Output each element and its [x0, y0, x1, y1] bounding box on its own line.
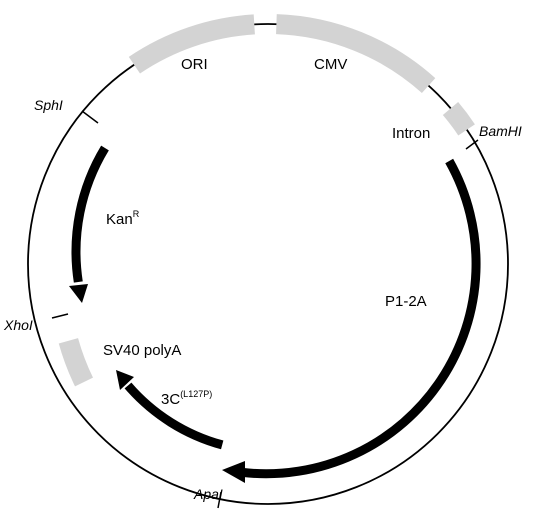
sv40-label: SV40 polyA	[103, 342, 181, 359]
site-labels: SphI BamHI XhoI ApaI	[3, 97, 522, 502]
3c-label: 3C(L127P)	[161, 389, 212, 408]
xhoi-label: XhoI	[3, 317, 33, 333]
sv40-box	[58, 337, 94, 387]
site-ticks	[51, 110, 479, 509]
3c-label-sup: (L127P)	[180, 389, 212, 399]
sphi-label: SphI	[34, 97, 63, 113]
bamhi-label: BamHI	[479, 123, 522, 139]
p12a-arrow	[241, 158, 481, 479]
kan-arrowhead	[69, 284, 88, 303]
p12a-label: P1-2A	[385, 293, 427, 310]
intron-box	[442, 102, 475, 136]
3c-arrowhead	[116, 370, 134, 390]
kan-label-main: Kan	[106, 211, 133, 228]
3c-label-main: 3C	[161, 391, 180, 408]
plasmid-backbone	[27, 23, 509, 505]
apai-label: ApaI	[193, 486, 223, 502]
cmv-box	[275, 14, 436, 94]
p12a-arrowhead	[222, 461, 245, 483]
kan-label-sup: R	[133, 209, 140, 219]
xhoi-tick	[51, 313, 69, 319]
kan-arrow	[71, 145, 109, 283]
feature-boxes	[58, 14, 475, 387]
ori-label: ORI	[181, 56, 208, 73]
cmv-label: CMV	[314, 56, 347, 73]
3c-arrow	[124, 382, 224, 450]
feature-labels: ORI CMV Intron KanR SV40 polyA P1-2A 3C(…	[103, 56, 430, 408]
kan-label: KanR	[106, 209, 140, 228]
sphi-tick	[81, 110, 99, 124]
intron-label: Intron	[392, 125, 430, 142]
bamhi-tick	[465, 139, 479, 150]
apai-tick	[217, 491, 222, 509]
ori-box	[128, 14, 256, 74]
orf-arrows	[69, 145, 481, 483]
